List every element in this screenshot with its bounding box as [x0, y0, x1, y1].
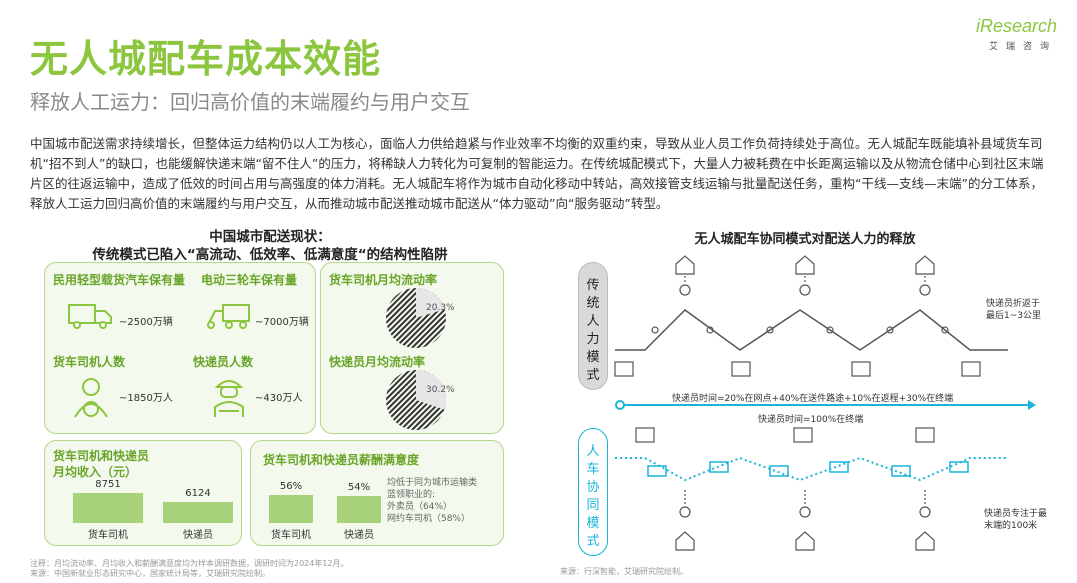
- depot-icon: [614, 361, 981, 377]
- bar-value-label: 56%: [279, 481, 303, 492]
- note-collab: 快递员专注于最 末端的100米: [984, 508, 1047, 532]
- autonomous-vehicle-icon: [647, 461, 969, 477]
- income-title-line1: 货车司机和快递员: [53, 449, 150, 463]
- left-footer-line1: 注释：月均流动率、月均收入和薪酬满意度均为样本调研数据，调研时间为2024年12…: [30, 559, 349, 568]
- mode-traditional-label: 传统人力模式: [579, 263, 607, 385]
- stat-label-tricycle: 电动三轮车保有量: [201, 273, 298, 287]
- mode-label-char: 式: [586, 368, 600, 383]
- driver-icon: [69, 375, 113, 423]
- pie-slice-turnover: [416, 288, 445, 318]
- iresearch-logo: iResearch 艾瑞咨询: [976, 16, 1057, 52]
- turnover-pie-couriers: 30.2%: [383, 367, 455, 437]
- tricycle-icon: [205, 299, 253, 335]
- income-title-line2: 月均收入（元）: [53, 465, 138, 479]
- mode-label-char: 模: [586, 516, 600, 531]
- note-collab-line1: 快递员专注于最: [984, 509, 1048, 519]
- stat-value-tricycle: ~7000万辆: [255, 317, 309, 328]
- page-subtitle: 释放人工运力：回归高价值的末端履约与用户交互: [30, 90, 470, 114]
- turnover-label-drivers: 货车司机月均流动率: [329, 273, 438, 287]
- note-traditional: 快递员折返于 最后1~3公里: [986, 298, 1041, 322]
- bar-category-label: 货车司机: [88, 530, 128, 541]
- mode-label-char: 车: [586, 462, 600, 477]
- sat-note-line1: 均低于同为城市运输类: [387, 478, 478, 488]
- house-icon: [675, 255, 935, 275]
- fleet-stats-panel: 民用轻型载货汽车保有量 电动三轮车保有量 ~2500万辆 ~7000万辆 货车司…: [44, 262, 316, 434]
- mode-label-char: 式: [586, 534, 600, 549]
- stat-value-light-truck: ~2500万辆: [119, 317, 173, 328]
- collab-route-line: [615, 456, 1008, 482]
- note-traditional-line2: 最后1~3公里: [986, 311, 1041, 321]
- left-footer-line2: 来源：中国新就业形态研究中心，国家统计局等，艾瑞研究院绘制。: [30, 569, 270, 578]
- mode-label-char: 同: [586, 498, 600, 513]
- stat-label-truck-drivers: 货车司机人数: [53, 355, 126, 369]
- bar-category-label: 快递员: [344, 530, 374, 541]
- sat-note-line4: 网约车司机（58%）: [387, 514, 471, 524]
- stat-value-truck-drivers: ~1850万人: [119, 393, 173, 404]
- bar-value-label: 8751: [95, 479, 121, 490]
- pie-value-label: 20.3%: [426, 303, 455, 313]
- mode-pill-collab: 人车协同模式: [578, 428, 608, 556]
- courier-figure-icon: [679, 276, 931, 296]
- time-collab: 快递员时间=100%在终端: [758, 415, 864, 425]
- left-section-heading: 中国城市配送现状： 传统模式已陷入“高流动、低效率、低满意度“的结构性陷阱: [30, 228, 510, 264]
- left-footer: 注释：月均流动率、月均收入和薪酬满意度均为样本调研数据，调研时间为2024年12…: [30, 559, 349, 579]
- right-footer: 来源：行深智能，艾瑞研究院绘制。: [560, 567, 688, 576]
- mode-label-char: 人: [586, 444, 600, 459]
- sat-note-line2: 蓝领职业的:: [387, 490, 436, 500]
- mode-label-char: 力: [586, 332, 600, 347]
- pie-value-label: 30.2%: [426, 385, 455, 395]
- logo-brand: iResearch: [975, 16, 1057, 36]
- bar-0: [269, 495, 313, 523]
- scooter-icon: [651, 326, 949, 334]
- note-traditional-line1: 快递员折返于: [986, 299, 1041, 309]
- bar-1: [163, 502, 233, 523]
- left-heading-line2: 传统模式已陷入“高流动、低效率、低满意度“的结构性陷阱: [92, 247, 448, 263]
- stat-label-couriers: 快递员人数: [193, 355, 254, 369]
- intro-paragraph: 中国城市配送需求持续增长，但整体运力结构仍以人工为核心，面临人力供给趋紧与作业效…: [30, 136, 1044, 211]
- mode-collab-label: 人车协同模式: [579, 429, 607, 551]
- turnover-pie-drivers: 20.3%: [383, 285, 455, 355]
- stat-label-light-truck: 民用轻型载货汽车保有量: [53, 273, 186, 287]
- bar-category-label: 货车司机: [271, 530, 311, 541]
- satisfaction-note: 均低于同为城市运输类 蓝领职业的: 外卖员（64%） 网约车司机（58%）: [387, 477, 501, 525]
- logo-brand-cn: 艾瑞咨询: [988, 42, 1057, 52]
- mode-label-char: 传: [586, 278, 600, 293]
- collab-courier-icon: [675, 490, 935, 551]
- bar-0: [73, 493, 143, 523]
- turnover-label-couriers: 快递员月均流动率: [329, 355, 426, 369]
- collab-depot-icon: [635, 427, 935, 443]
- mode-label-char: 协: [586, 480, 600, 495]
- mode-label-char: 模: [586, 350, 600, 365]
- courier-icon: [209, 375, 249, 423]
- bar-1: [337, 496, 381, 523]
- time-traditional: 快递员时间=20%在网点+40%在送件路途+10%在返程+30%在终端: [672, 394, 954, 404]
- timeline-start-dot: [615, 400, 625, 410]
- satisfaction-panel: 货车司机和快递员薪酬满意度 56% 货车司机 54% 快递员 均低于同为城市运输类 蓝…: [250, 440, 504, 546]
- income-panel: 货车司机和快递员 月均收入（元） 8751 货车司机 6124 快递员: [44, 440, 242, 546]
- page-title: 无人城配车成本效能: [30, 37, 382, 81]
- mode-label-char: 统: [586, 296, 600, 311]
- sat-note-line3: 外卖员（64%）: [387, 502, 453, 512]
- bar-value-label: 6124: [185, 488, 211, 499]
- satisfaction-title: 货车司机和快递员薪酬满意度: [263, 453, 420, 467]
- truck-icon: [67, 299, 115, 335]
- turnover-panel: 货车司机月均流动率 20.3% 快递员月均流动率 30.2%: [320, 262, 504, 434]
- right-section-heading: 无人城配车协同模式对配送人力的释放: [694, 232, 916, 247]
- pie-slice-turnover: [416, 370, 446, 410]
- stat-value-couriers: ~430万人: [255, 393, 303, 404]
- collaboration-diagram: [614, 255, 1036, 551]
- traditional-route-line: [615, 309, 1008, 351]
- mode-pill-traditional: 传统人力模式: [578, 262, 608, 390]
- timeline-arrow-head: [1028, 400, 1036, 410]
- bar-category-label: 快递员: [183, 530, 213, 541]
- bar-value-label: 54%: [347, 482, 371, 493]
- mode-label-char: 人: [586, 314, 600, 329]
- note-collab-line2: 末端的100米: [984, 521, 1038, 531]
- left-heading-line1: 中国城市配送现状：: [209, 229, 331, 245]
